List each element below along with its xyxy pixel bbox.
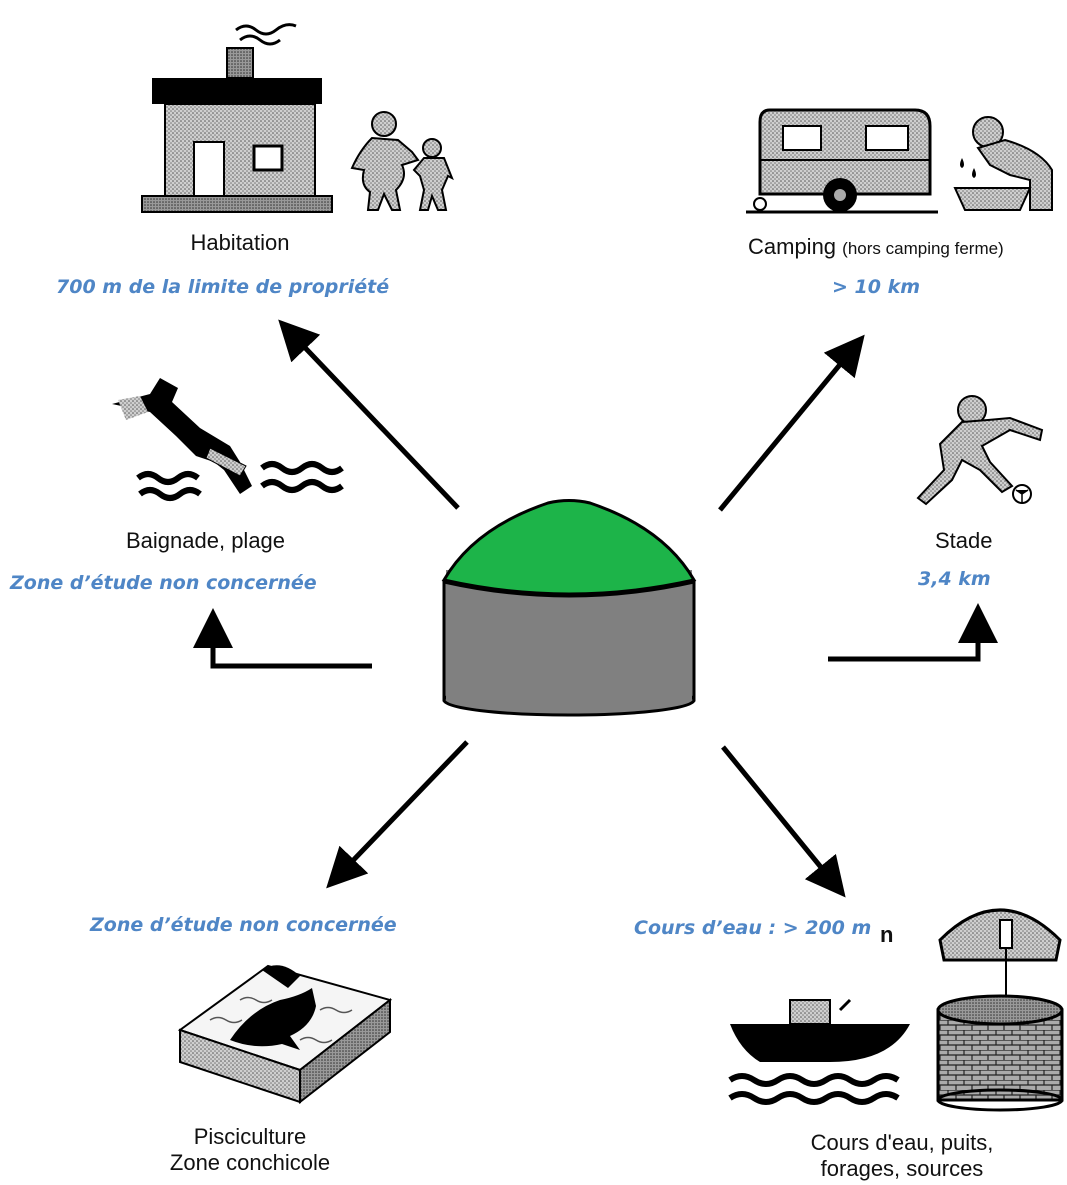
arrow-stade — [828, 603, 998, 662]
camping-label: Camping (hors camping ferme) — [748, 234, 1004, 260]
stray-character: n — [880, 922, 894, 947]
arrow-cours — [721, 745, 846, 898]
stade-label: Stade — [935, 528, 993, 553]
waves-icon — [136, 461, 344, 501]
pisciculture-label: Pisciculture Zone conchicole — [150, 1124, 350, 1176]
arrow-baignade — [193, 608, 372, 669]
habitation-distance: 700 m de la limite de propriété — [56, 276, 390, 298]
digester-icon — [441, 499, 697, 717]
well-icon — [936, 908, 1064, 1112]
camping-distance: > 10 km — [832, 276, 921, 298]
baignade-label: Baignade, plage — [126, 528, 286, 553]
diver-icon — [112, 378, 252, 494]
pisciculture-distance: Zone d’étude non concernée — [90, 914, 397, 936]
camping-title: Camping — [748, 234, 837, 259]
arrow-pisciculture — [326, 740, 469, 889]
stade-distance: 3,4 km — [918, 568, 991, 590]
arrow-camping — [718, 334, 865, 512]
pisciculture-label-line2: Zone conchicole — [169, 1150, 331, 1175]
pisciculture-label-line1: Pisciculture — [193, 1124, 307, 1149]
cours-distance: Cours d’eau : > 200 m — [634, 917, 872, 939]
house-icon — [141, 23, 333, 213]
football-player-icon — [916, 395, 1044, 506]
arrow-habitation — [278, 319, 460, 510]
boat-icon — [728, 998, 910, 1105]
caravan-icon — [746, 108, 938, 214]
washing-person-icon — [953, 116, 1053, 211]
arrows — [193, 319, 998, 898]
cours-label-line1: Cours d'eau, puits, — [810, 1130, 994, 1155]
cours-label: Cours d'eau, puits, forages, sources — [772, 1130, 1032, 1182]
family-icon — [350, 111, 454, 211]
habitation-label: Habitation — [190, 230, 290, 255]
camping-note: (hors camping ferme) — [842, 239, 1004, 258]
cours-label-line2: forages, sources — [820, 1156, 984, 1181]
fish-tank-icon — [177, 964, 393, 1105]
baignade-distance: Zone d’étude non concernée — [10, 572, 317, 594]
